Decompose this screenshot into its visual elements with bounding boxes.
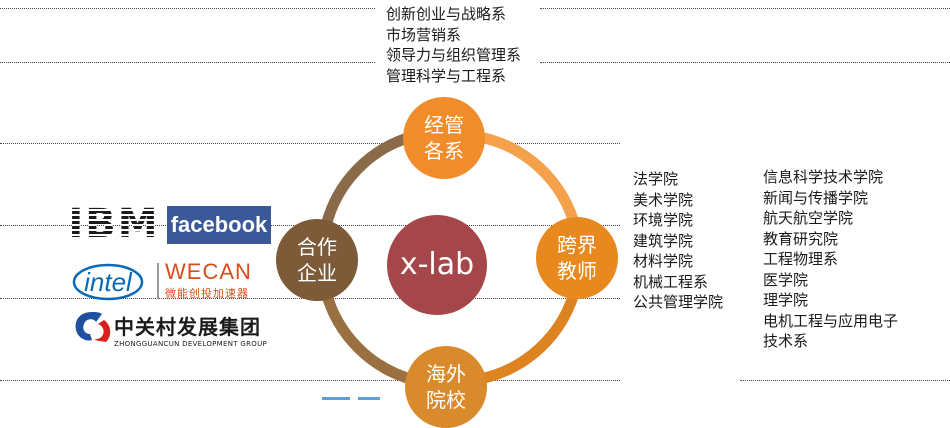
list-item: 教育研究院 <box>763 229 839 248</box>
cropped-logo-fragment <box>358 397 380 400</box>
logo-divider <box>157 263 159 299</box>
management-departments-list: 创新创业与战略系 市场营销系 领导力与组织管理系 管理科学与工程系 <box>386 4 521 86</box>
list-item: 领导力与组织管理系 <box>386 46 522 64</box>
dotted-guide-line <box>0 143 620 144</box>
list-item: 公共管理学院 <box>633 293 724 311</box>
schools-list-column-2: 信息科学技术学院 新闻与传播学院 航天航空学院 教育研究院 工程物理系 医学院 … <box>763 167 898 352</box>
list-item: 信息科学技术学院 <box>763 168 884 186</box>
wecan-logo-text: WECAN <box>165 259 252 284</box>
wecan-tagline: 微能创投加速器 <box>165 287 249 300</box>
intel-logo-text: intel <box>84 266 132 297</box>
list-item: 理学院 <box>763 291 809 309</box>
dotted-guide-line <box>0 8 375 9</box>
list-item: 美术学院 <box>633 190 694 209</box>
list-item: 创新创业与战略系 <box>386 5 507 23</box>
dotted-guide-line <box>0 380 620 381</box>
node-left-label: 合作 企业 <box>297 235 337 285</box>
list-item: 电机工程与应用电子 <box>763 311 899 330</box>
zgc-logo-subtitle: ZHONGGUANCUN DEVELOPMENT GROUP <box>114 339 268 348</box>
ring-arc-upper-right <box>473 130 582 232</box>
list-item: 工程物理系 <box>763 250 839 268</box>
schools-list-column-1: 法学院 美术学院 环境学院 建筑学院 材料学院 机械工程系 公共管理学院 <box>633 169 723 313</box>
node-partner-companies: 合作 企业 <box>276 219 358 301</box>
center-node-xlab: x-lab <box>387 215 487 315</box>
diagram-canvas: x-lab 经管 各系 跨界 教师 海外 院校 合作 企业 创新创业与战略系 市… <box>0 4 950 428</box>
zgc-emblem-icon <box>70 308 114 344</box>
node-top-label: 经管 各系 <box>424 113 464 163</box>
list-item: 新闻与传播学院 <box>763 188 869 207</box>
dotted-guide-line <box>540 8 950 9</box>
wecan-logo: WECAN 微能创投加速器 <box>165 258 271 302</box>
ring-arc-lower-right <box>473 284 582 386</box>
dotted-guide-line <box>540 62 950 63</box>
node-overseas-universities: 海外 院校 <box>405 346 487 428</box>
cropped-logo-fragment <box>322 397 350 400</box>
dotted-guide-line <box>740 380 950 381</box>
node-crossover-teachers: 跨界 教师 <box>536 217 618 299</box>
node-management-departments: 经管 各系 <box>403 97 485 179</box>
list-item: 建筑学院 <box>633 231 694 250</box>
list-item: 机械工程系 <box>633 272 709 291</box>
node-bottom-label: 海外 院校 <box>426 362 466 412</box>
zgc-logo-text: 中关村发展集团 <box>114 314 261 339</box>
list-item: 航天航空学院 <box>763 209 854 227</box>
list-item: 法学院 <box>633 170 679 188</box>
intel-ring-icon <box>72 263 144 301</box>
dotted-guide-line <box>0 62 375 63</box>
ibm-logo-text: IBM <box>68 201 160 247</box>
list-item: 技术系 <box>763 332 809 350</box>
list-item: 环境学院 <box>633 211 694 229</box>
node-right-label: 跨界 教师 <box>557 233 597 283</box>
facebook-logo-text: facebook <box>170 212 268 237</box>
cycle-ring <box>320 130 582 386</box>
list-item: 材料学院 <box>633 252 694 270</box>
facebook-logo: facebook <box>167 206 271 244</box>
list-item: 市场营销系 <box>386 25 462 44</box>
list-item: 管理科学与工程系 <box>386 66 507 85</box>
zgc-logo: 中关村发展集团 ZHONGGUANCUN DEVELOPMENT GROUP <box>114 312 284 348</box>
ibm-logo: IBM <box>68 201 160 247</box>
ring-arc-lower-left <box>320 290 416 386</box>
center-node-label: x-lab <box>399 247 475 282</box>
ring-arc-upper-left <box>320 130 416 228</box>
intel-logo: intel <box>72 262 144 302</box>
list-item: 医学院 <box>763 270 809 289</box>
